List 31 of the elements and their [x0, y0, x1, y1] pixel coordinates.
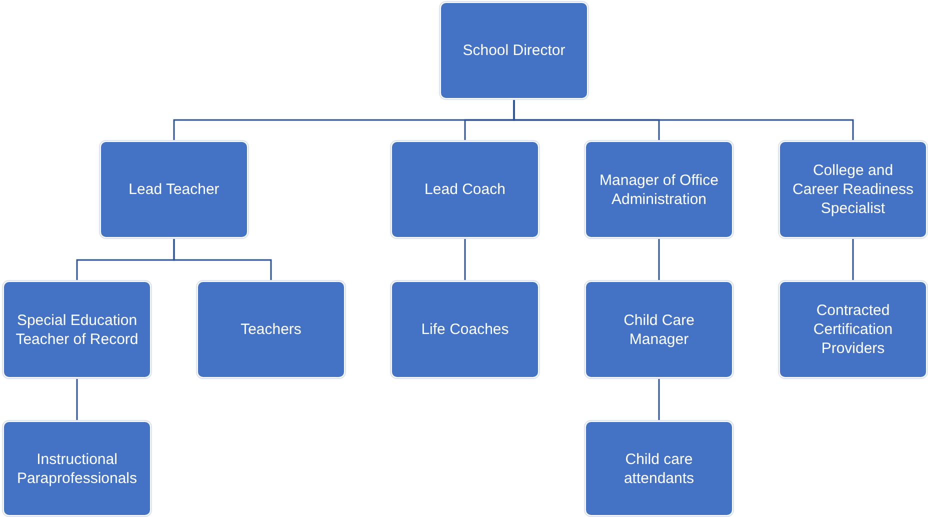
- connector-line: [76, 378, 78, 421]
- position-title: Child care attendants: [622, 450, 696, 488]
- position-title: Child Care Manager: [622, 310, 696, 348]
- position-box: [585, 421, 733, 516]
- position-box: [585, 141, 733, 238]
- position-box: [197, 281, 345, 378]
- position-title: School Director: [462, 41, 566, 60]
- position-title: Contracted Certification Providers: [812, 301, 894, 358]
- position-title: Manager of Office Administration: [598, 170, 720, 208]
- connector-line: [173, 238, 272, 281]
- position-title: Instructional Paraprofessionals: [16, 450, 138, 488]
- position-box: [440, 2, 588, 99]
- position-box: [779, 281, 927, 378]
- position-box: [779, 141, 927, 238]
- connector-line: [852, 238, 854, 281]
- position-title: Lead Teacher: [128, 180, 220, 199]
- position-title: Life Coaches: [421, 320, 509, 339]
- position-box: [3, 281, 151, 378]
- position-title: Teachers: [240, 320, 302, 339]
- position-box: [3, 421, 151, 516]
- position-title: Special Education Teacher of Record: [14, 310, 140, 348]
- connector-line: [464, 238, 466, 281]
- position-box: [391, 281, 539, 378]
- position-box: [391, 141, 539, 238]
- position-box: [100, 141, 248, 238]
- position-box: [585, 281, 733, 378]
- position-title: College and Career Readiness Specialist: [792, 161, 914, 218]
- connector-line: [658, 238, 660, 281]
- connector-line: [658, 378, 660, 421]
- connector-line: [513, 99, 854, 141]
- position-title: Lead Coach: [424, 180, 506, 199]
